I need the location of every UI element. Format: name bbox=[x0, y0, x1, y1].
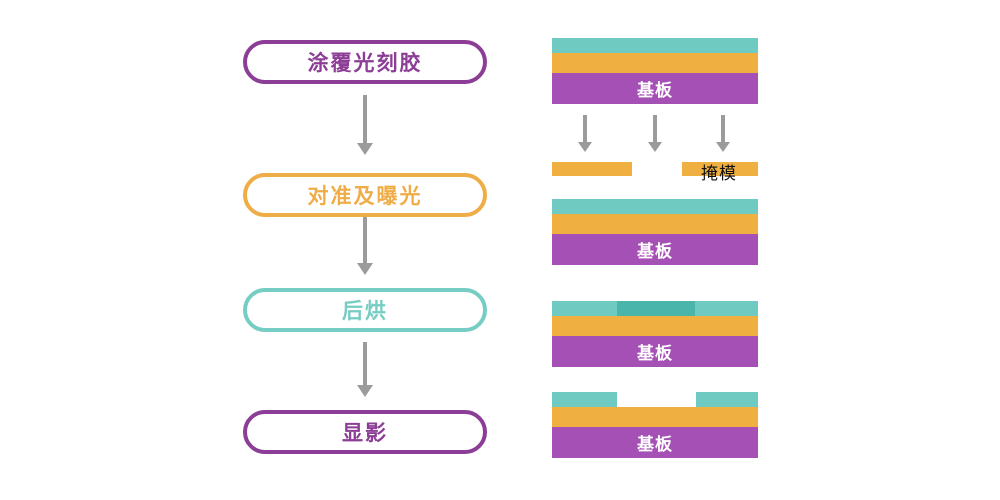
step-coat-photoresist: 涂覆光刻胶 bbox=[243, 40, 487, 84]
photoresist-layer-4 bbox=[552, 392, 758, 407]
step-post-bake-label: 后烘 bbox=[342, 300, 388, 323]
film-layer-2 bbox=[552, 214, 758, 234]
flow-arrow-2-head bbox=[357, 263, 373, 275]
step-align-expose-label: 对准及曝光 bbox=[307, 185, 423, 208]
stack-coated-wafer: 基板 bbox=[552, 38, 758, 104]
exposure-arrow-1-shaft bbox=[583, 115, 587, 142]
photoresist-piece-left bbox=[552, 392, 617, 407]
photoresist-layer-1 bbox=[552, 38, 758, 53]
film-layer-1 bbox=[552, 53, 758, 73]
substrate-label-4: 基板 bbox=[637, 435, 673, 454]
photoresist-layer-3 bbox=[552, 301, 758, 316]
step-post-bake: 后烘 bbox=[243, 288, 487, 332]
step-develop: 显影 bbox=[243, 410, 487, 454]
flow-arrow-3-icon bbox=[357, 342, 373, 397]
exposure-arrow-2-icon bbox=[648, 115, 662, 152]
exposure-arrow-3-shaft bbox=[721, 115, 725, 142]
mask-bar-left bbox=[552, 162, 632, 176]
substrate-label-1: 基板 bbox=[637, 81, 673, 100]
exposed-photoresist-region bbox=[617, 301, 695, 316]
flow-arrow-2-icon bbox=[357, 217, 373, 275]
exposure-arrow-1-icon bbox=[578, 115, 592, 152]
substrate-layer-1: 基板 bbox=[552, 73, 758, 104]
step-develop-label: 显影 bbox=[342, 422, 388, 445]
exposure-arrow-2-head bbox=[648, 142, 662, 152]
photoresist-layer-2 bbox=[552, 199, 758, 214]
stack-post-bake-wafer: 基板 bbox=[552, 301, 758, 367]
mask-bar-right bbox=[682, 162, 758, 176]
stack-developed-wafer: 基板 bbox=[552, 392, 758, 458]
exposure-arrow-1-head bbox=[578, 142, 592, 152]
flow-arrow-2-shaft bbox=[363, 217, 367, 263]
substrate-layer-4: 基板 bbox=[552, 427, 758, 458]
substrate-label-2: 基板 bbox=[637, 242, 673, 261]
stack-exposed-wafer: 基板 bbox=[552, 199, 758, 265]
exposure-arrow-3-icon bbox=[716, 115, 730, 152]
flow-arrow-1-icon bbox=[357, 95, 373, 155]
exposure-arrow-2-shaft bbox=[653, 115, 657, 142]
film-layer-4 bbox=[552, 407, 758, 427]
step-align-expose: 对准及曝光 bbox=[243, 173, 487, 217]
film-layer-3 bbox=[552, 316, 758, 336]
flow-arrow-3-head bbox=[357, 385, 373, 397]
exposure-arrow-3-head bbox=[716, 142, 730, 152]
mask-label: 掩模 bbox=[701, 164, 737, 183]
photoresist-piece-right bbox=[696, 392, 758, 407]
step-coat-photoresist-label: 涂覆光刻胶 bbox=[307, 52, 423, 75]
substrate-label-3: 基板 bbox=[637, 344, 673, 363]
flow-arrow-1-shaft bbox=[363, 95, 367, 143]
flow-arrow-1-head bbox=[357, 143, 373, 155]
substrate-layer-3: 基板 bbox=[552, 336, 758, 367]
flow-arrow-3-shaft bbox=[363, 342, 367, 385]
substrate-layer-2: 基板 bbox=[552, 234, 758, 265]
